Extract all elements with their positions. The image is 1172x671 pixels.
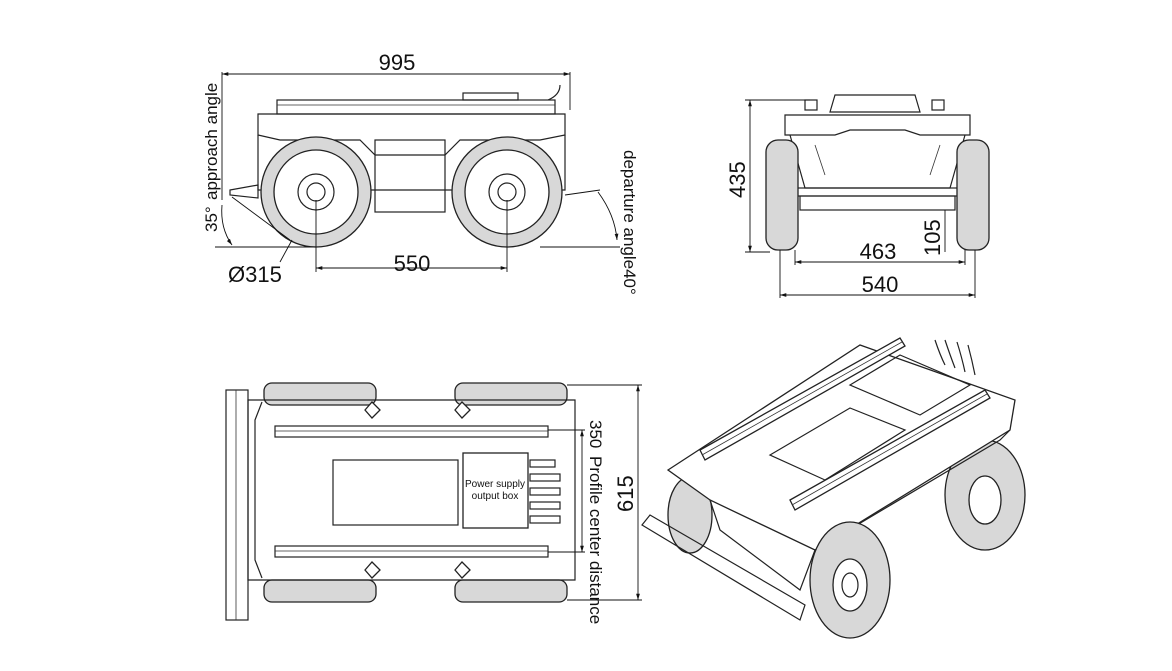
front-view: 435 463 105 540 bbox=[725, 94, 990, 298]
height-dimension: 435 bbox=[725, 161, 750, 198]
length-dimension: 995 bbox=[379, 50, 416, 75]
approach-angle-label: approach angle bbox=[202, 83, 221, 200]
wheel-diameter-dimension: Ø315 bbox=[228, 262, 282, 287]
profile-spacing-dimension: 350 bbox=[586, 420, 605, 448]
isometric-view bbox=[641, 337, 1026, 639]
approach-angle-value: 35° bbox=[202, 206, 221, 232]
width-dimension: 540 bbox=[862, 272, 899, 297]
top-view: Power supply output box 350 Profile cent… bbox=[225, 382, 642, 624]
side-view: 995 550 Ø315 35° approach angle departur… bbox=[202, 50, 639, 295]
track-dimension: 463 bbox=[860, 239, 897, 264]
departure-angle-label: departure angle40° bbox=[620, 150, 639, 295]
profile-spacing-label: Profile center distance bbox=[586, 456, 605, 624]
ground-clearance-dimension: 105 bbox=[920, 219, 945, 256]
power-box-label-line1: Power supply bbox=[465, 479, 525, 490]
rear-wheel bbox=[260, 136, 372, 248]
wheelbase-dimension: 550 bbox=[394, 251, 431, 276]
overall-width-dimension: 615 bbox=[613, 475, 638, 512]
power-box-label-line2: output box bbox=[472, 491, 519, 502]
